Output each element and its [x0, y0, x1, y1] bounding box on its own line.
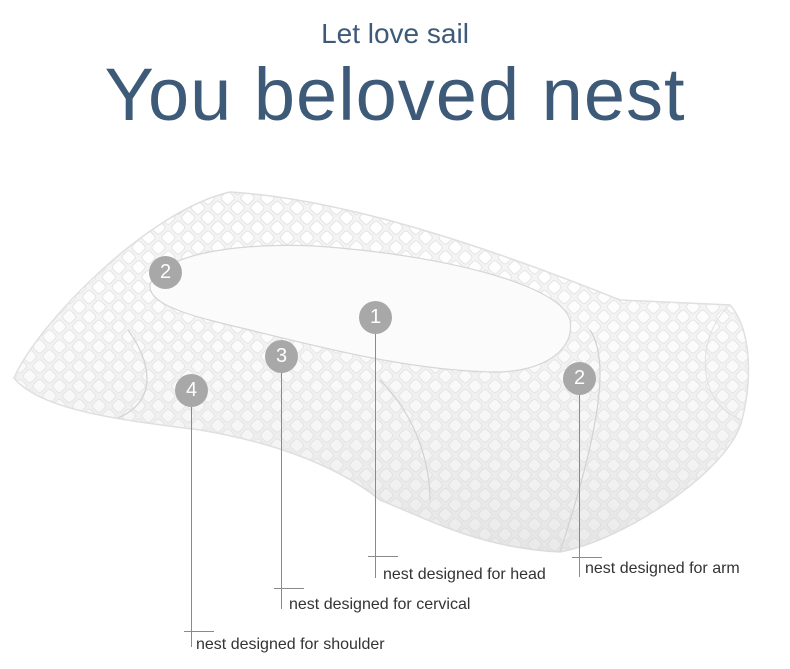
- label-head: nest designed for head: [383, 566, 546, 583]
- leader-cervical-tick: [274, 588, 304, 589]
- leader-head: [375, 334, 376, 578]
- leader-arm: [579, 395, 580, 577]
- leader-head-tick: [368, 556, 398, 557]
- marker-2-left: 2: [149, 256, 182, 289]
- label-arm: nest designed for arm: [585, 560, 740, 577]
- marker-4: 4: [175, 374, 208, 407]
- subtitle: Let love sail: [321, 18, 469, 49]
- leader-shoulder: [191, 407, 192, 647]
- label-cervical: nest designed for cervical: [289, 596, 471, 613]
- marker-3: 3: [265, 340, 298, 373]
- leader-cervical: [281, 373, 282, 609]
- page-title: You beloved nest: [104, 53, 686, 136]
- marker-2-right: 2: [563, 362, 596, 395]
- leader-shoulder-tick: [184, 631, 214, 632]
- leader-arm-tick: [572, 557, 602, 558]
- label-shoulder: nest designed for shoulder: [196, 636, 385, 653]
- marker-1: 1: [359, 301, 392, 334]
